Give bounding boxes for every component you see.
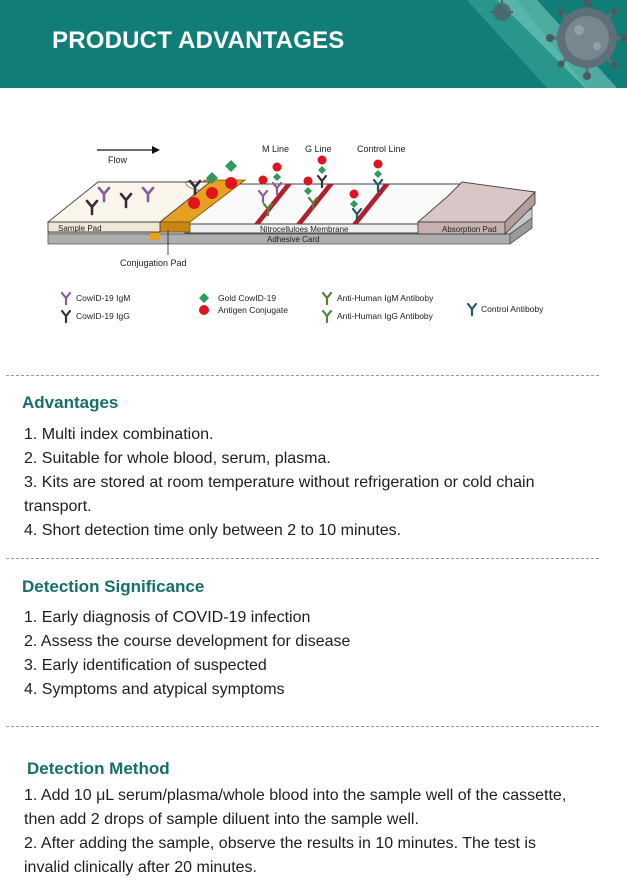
igm-antibody-icon — [60, 291, 72, 306]
sample-pad-label: Sample Pad — [58, 224, 102, 233]
advantage-item: 1. Multi index combination. — [24, 426, 214, 443]
legend-igg: CowID-19 IgG — [76, 311, 130, 321]
legend: CowID-19 IgM CowID-19 IgG Gold CowID-19 … — [60, 291, 544, 324]
m-line-complexes — [257, 162, 283, 217]
anti-igm-icon — [321, 291, 333, 306]
adhesive-card-label: Adhesive Card — [267, 235, 319, 244]
legend-gold-2: Antigen Conjugate — [218, 305, 288, 315]
igg-antibody-icon — [60, 309, 72, 324]
control-line-complexes — [349, 159, 384, 222]
significance-item: 1. Early diagnosis of COVID-19 infection — [24, 609, 311, 626]
significance-item: 2. Assess the course development for dis… — [24, 633, 351, 650]
advantage-item: 3. Kits are stored at room temperature w… — [24, 474, 535, 491]
absorption-pad-label: Absorption Pad — [442, 225, 497, 234]
nitrocellulose-label: Nitrocelluloes Membrane — [260, 225, 349, 234]
control-antibody-icon — [466, 302, 478, 317]
advantage-item: transport. — [24, 498, 92, 515]
conjugation-pad-label: Conjugation Pad — [120, 258, 187, 268]
control-line — [352, 184, 390, 224]
virus-icon-small — [491, 0, 513, 21]
m-line-label: M Line — [262, 144, 289, 154]
advantages-title: Advantages — [22, 393, 119, 412]
significance-item: 4. Symptoms and atypical symptoms — [24, 681, 285, 698]
legend-igm: CowID-19 IgM — [76, 293, 130, 303]
legend-gold-1: Gold CowID-19 — [218, 293, 276, 303]
advantage-item: 4. Short detection time only between 2 t… — [24, 522, 402, 539]
virus-icon — [546, 0, 627, 80]
g-line-label: G Line — [305, 144, 332, 154]
gold-conjugates — [188, 160, 237, 209]
divider — [6, 558, 599, 559]
method-item: then add 2 drops of sample diluent into … — [24, 811, 419, 828]
control-line-label: Control Line — [357, 144, 406, 154]
absorption-pad — [416, 181, 536, 236]
divider — [6, 726, 599, 727]
method-item: 2. After adding the sample, observe the … — [24, 835, 536, 852]
method-title: Detection Method — [27, 759, 170, 778]
legend-control: Control Antiboby — [481, 304, 544, 314]
significance-title: Detection Significance — [22, 577, 205, 596]
g-line — [296, 184, 334, 224]
flow-label: Flow — [108, 155, 128, 165]
page-title: PRODUCT ADVANTAGES — [52, 27, 345, 54]
header-banner: PRODUCT ADVANTAGES — [0, 0, 627, 88]
anti-igg-icon — [321, 309, 333, 324]
advantage-item: 2. Suitable for whole blood, serum, plas… — [24, 450, 331, 467]
legend-anti-igg: Anti-Human IgG Antiboby — [337, 311, 434, 321]
sample-pad — [46, 180, 212, 233]
method-item: 1. Add 10 μL serum/plasma/whole blood in… — [24, 787, 567, 804]
lateral-flow-diagram: Flow M Line G Line Control Line — [46, 144, 544, 324]
significance-item: 3. Early identification of suspected — [24, 657, 267, 674]
method-item: invalid clinically after 20 minutes. — [24, 859, 257, 876]
gold-diamond-icon — [199, 293, 209, 303]
g-line-complexes — [303, 155, 328, 211]
divider — [6, 375, 599, 376]
virus-illustration — [467, 0, 627, 88]
legend-anti-igm: Anti-Human IgM Antiboby — [337, 293, 434, 303]
red-dot-icon — [199, 305, 209, 315]
flow-arrow-icon — [97, 146, 160, 154]
